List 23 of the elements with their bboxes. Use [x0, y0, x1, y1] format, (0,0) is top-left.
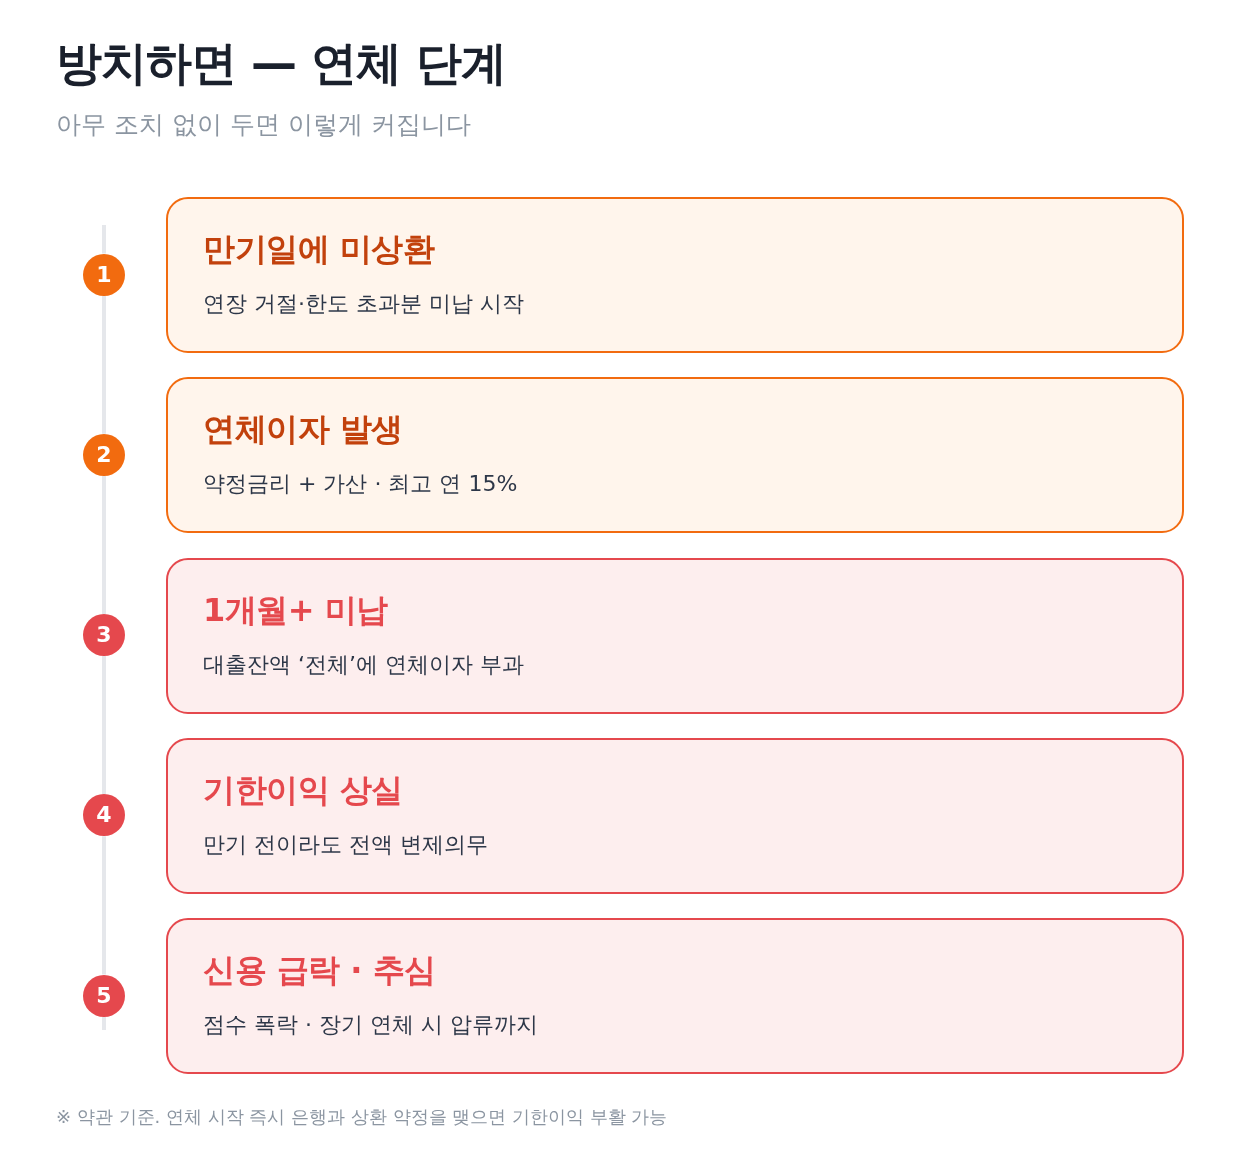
step-card [166, 197, 1184, 353]
step-number: 3 [83, 614, 125, 656]
step-card [166, 377, 1184, 534]
step-title: 신용 급락 · 추심 [203, 950, 436, 991]
step-card [166, 557, 1184, 714]
step-number: 2 [83, 433, 125, 476]
step-title: 1개월+ 미납 [203, 589, 388, 631]
step-title: 기한이익 상실 [203, 769, 403, 811]
step-description: 대출잔액 ‘전체’에 연체이자 부과 [203, 650, 524, 679]
step-number: 4 [83, 794, 125, 837]
footnote: ※ 약관 기준. 연체 시작 즉시 은행과 상환 약정을 맺으면 기한이익 부활 가능 [56, 1105, 668, 1129]
step-description: 만기 전이라도 전액 변제의무 [203, 830, 488, 859]
step-description: 점수 폭락 · 장기 연체 시 압류까지 [203, 1011, 538, 1039]
subtitle: 아무 조치 없이 두면 이렇게 커집니다 [56, 109, 471, 141]
step-title: 만기일에 미상환 [203, 229, 435, 270]
step-title: 연체이자 발생 [203, 409, 403, 451]
step-number: 1 [83, 253, 125, 296]
step-card [166, 918, 1184, 1074]
step-number: 5 [83, 974, 125, 1017]
title: 방치하면 — 연체 단계 [56, 35, 507, 92]
step-description: 연장 거절·한도 초과분 미납 시작 [203, 290, 524, 318]
step-description: 약정금리 + 가산 · 최고 연 15% [203, 470, 518, 499]
step-card [166, 737, 1184, 894]
